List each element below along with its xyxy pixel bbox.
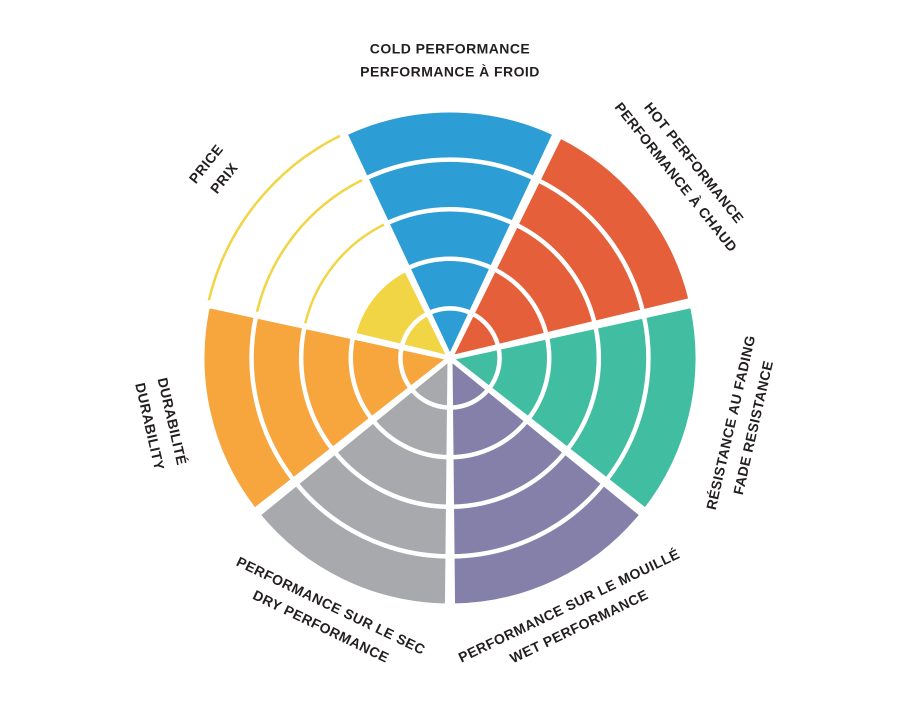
sector-label-line: COLD PERFORMANCE bbox=[369, 40, 531, 57]
ring-separator bbox=[398, 346, 413, 390]
ring-separator bbox=[451, 419, 529, 460]
ring-separator bbox=[487, 346, 502, 390]
sector-dry-performance bbox=[254, 352, 453, 609]
ring-separator bbox=[536, 178, 646, 313]
ring-separator bbox=[409, 387, 450, 410]
ring-separator bbox=[492, 267, 549, 336]
ring-separator bbox=[470, 311, 501, 348]
sector-price bbox=[350, 265, 455, 362]
ring-separator bbox=[371, 419, 449, 460]
ring-separator bbox=[450, 387, 491, 410]
empty-ring-arc bbox=[207, 134, 341, 301]
empty-ring-arc bbox=[255, 179, 363, 313]
empty-ring-arc bbox=[304, 223, 385, 324]
ring-separator bbox=[399, 311, 430, 348]
sector-fade-resistance bbox=[444, 302, 701, 515]
ring-separator bbox=[364, 157, 536, 181]
ring-separator bbox=[294, 481, 448, 559]
sector-label-cold-performance: COLD PERFORMANCE PERFORMANCE À FROID bbox=[360, 37, 540, 82]
ring-separator bbox=[604, 315, 651, 482]
ring-separator bbox=[406, 256, 494, 271]
ring-separator bbox=[526, 336, 552, 421]
sector-durability bbox=[199, 302, 456, 515]
ring-separator bbox=[249, 315, 296, 482]
sector-wet-performance bbox=[447, 352, 646, 609]
ring-separator bbox=[452, 481, 606, 559]
ring-separator bbox=[348, 336, 374, 421]
ring-separator bbox=[565, 325, 602, 451]
ring-separator bbox=[514, 222, 597, 324]
ring-separator bbox=[332, 450, 449, 510]
ring-separator bbox=[385, 207, 515, 226]
sector-label-line: PERFORMANCE À FROID bbox=[360, 63, 540, 79]
sector-hot-performance bbox=[445, 132, 695, 362]
sector-cold-performance bbox=[341, 107, 559, 364]
ring-separator bbox=[427, 306, 473, 316]
ring-separator bbox=[451, 450, 568, 510]
ring-separator bbox=[298, 325, 335, 451]
